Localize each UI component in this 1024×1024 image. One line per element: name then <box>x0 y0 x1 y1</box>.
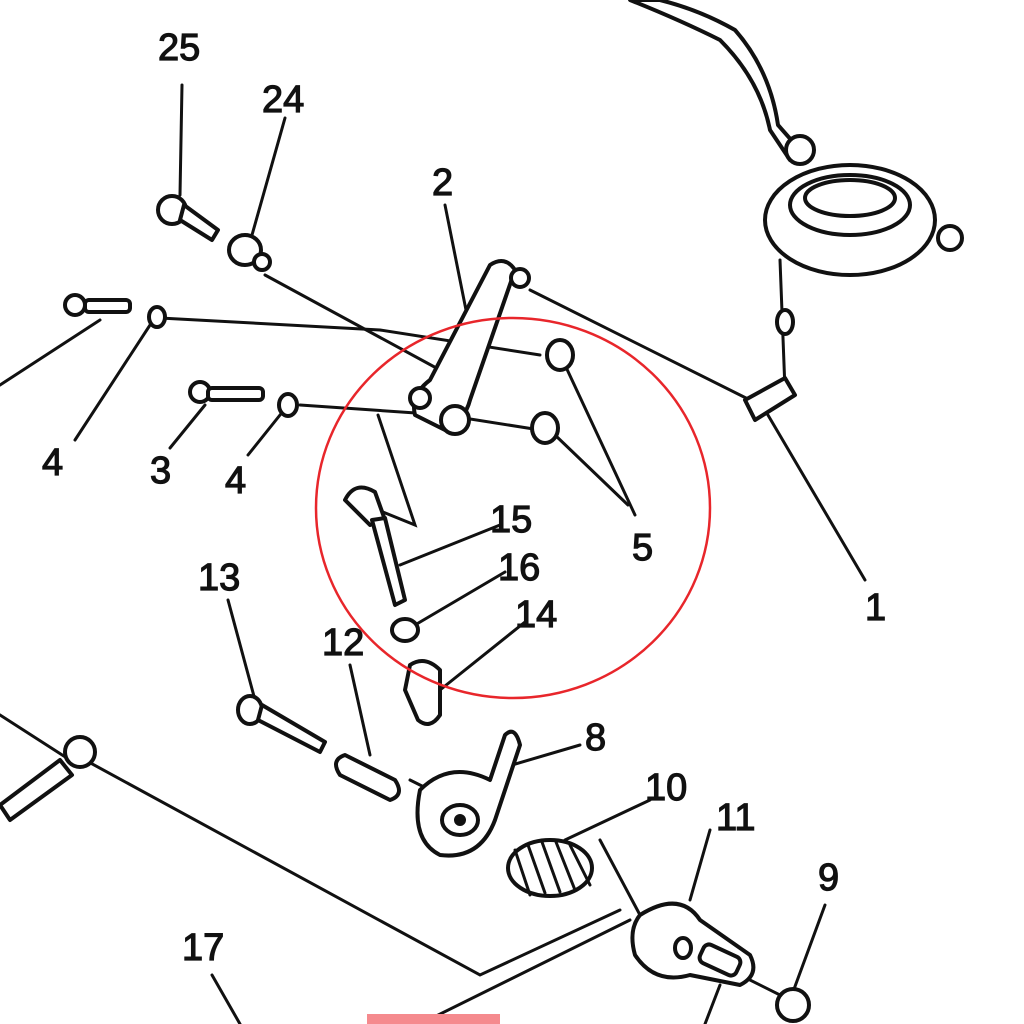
callout-labels: 25 24 2 4 3 4 5 15 16 14 13 12 1 8 10 11… <box>41 26 886 969</box>
callout-8: 8 <box>585 717 606 759</box>
highlight-circle <box>314 316 712 700</box>
callout-2: 2 <box>432 162 453 204</box>
stopper-11 <box>630 901 756 987</box>
shift-shaft <box>0 735 97 822</box>
cable-joint <box>743 376 797 422</box>
nut-4-upper <box>147 305 167 329</box>
bushing-5-upper <box>545 338 575 372</box>
nut-9 <box>775 987 811 1023</box>
adjuster-15 <box>343 485 407 607</box>
leader-lines <box>0 83 867 1024</box>
callout-25: 25 <box>158 27 200 69</box>
lever-2 <box>408 259 531 436</box>
cable-guide-housing <box>763 134 964 277</box>
parts <box>0 0 964 1023</box>
callout-3: 3 <box>150 450 171 492</box>
callout-12: 12 <box>322 622 364 664</box>
collar-24 <box>227 233 272 272</box>
nut-16 <box>390 617 420 643</box>
cable <box>628 0 802 162</box>
callout-13: 13 <box>198 557 240 599</box>
bolt-left <box>63 293 132 317</box>
callout-4-right: 4 <box>225 460 246 502</box>
bushing-5-lower <box>530 411 560 445</box>
callout-11: 11 <box>716 797 755 839</box>
callout-15: 15 <box>490 499 532 541</box>
callout-5: 5 <box>632 527 653 569</box>
joint-14 <box>403 659 442 726</box>
bolt-25 <box>156 194 220 242</box>
bolt-13 <box>236 694 327 754</box>
callout-10: 10 <box>645 767 687 809</box>
callout-14: 14 <box>515 594 557 636</box>
spring-10 <box>506 838 594 898</box>
red-tag <box>367 1014 500 1024</box>
callout-9: 9 <box>818 857 839 899</box>
shift-arm-8 <box>415 729 522 858</box>
callout-17: 17 <box>182 927 224 969</box>
bolt-3 <box>188 380 265 404</box>
nut-4-lower <box>277 392 299 418</box>
small-washer <box>775 308 795 336</box>
callout-4-left: 4 <box>42 442 63 484</box>
callout-24: 24 <box>262 79 304 121</box>
callout-1: 1 <box>865 587 886 629</box>
callout-16: 16 <box>498 547 540 589</box>
collar-12 <box>334 753 401 802</box>
